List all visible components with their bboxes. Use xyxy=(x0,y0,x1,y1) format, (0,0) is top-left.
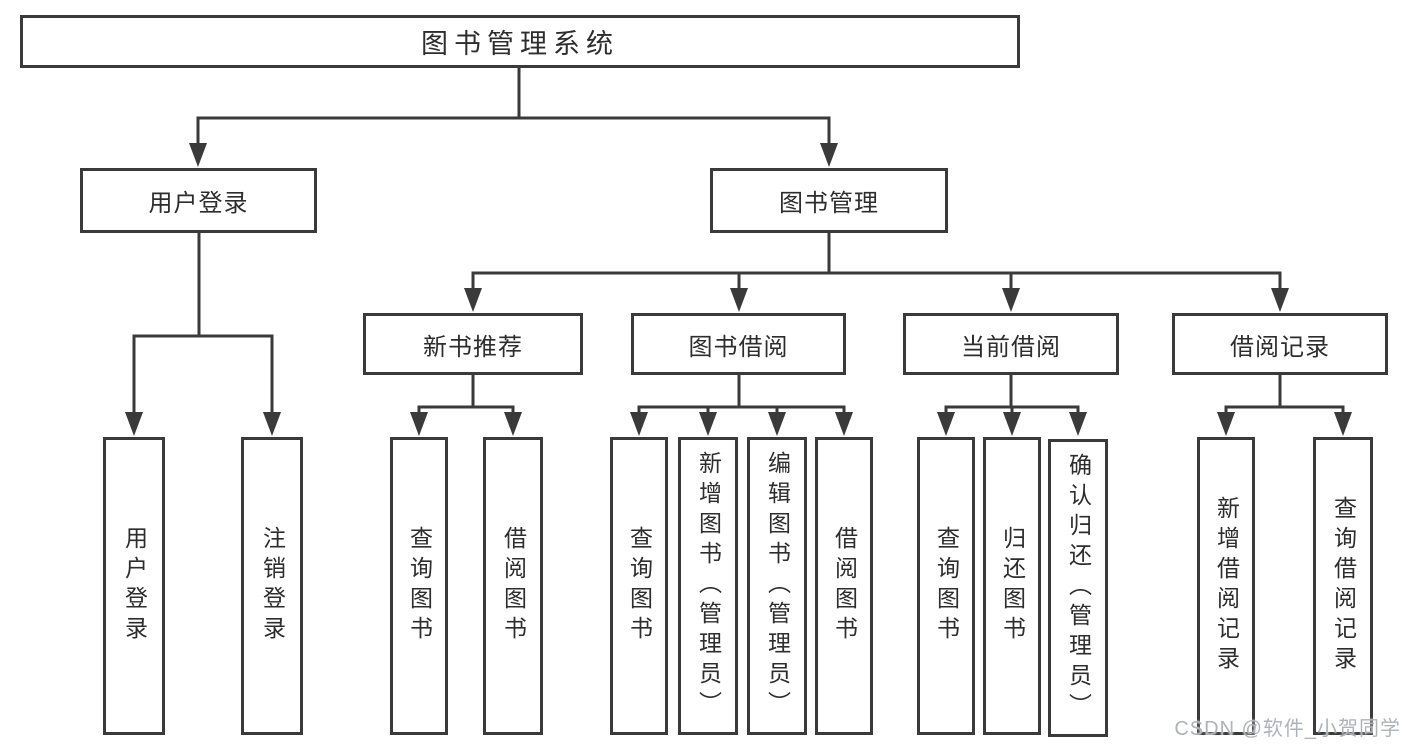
arrowhead-icons xyxy=(125,143,1352,436)
arrow-down-icon xyxy=(1002,288,1020,312)
arrow-down-icon xyxy=(189,143,207,167)
arrow-down-icon xyxy=(1217,412,1235,436)
leaf-borrow-books-label: 借阅图书 xyxy=(831,526,858,646)
leaf-add-borrow-record-label: 新增借阅记录 xyxy=(1213,496,1240,676)
arrow-down-icon xyxy=(1069,412,1087,436)
leaf-recommend-borrow-books-label: 借阅图书 xyxy=(500,526,527,646)
leaf-query-borrow-record: 查询借阅记录 xyxy=(1313,437,1373,735)
leaf-recommend-query-books-label: 查询图书 xyxy=(406,526,433,646)
arrow-down-icon xyxy=(835,412,853,436)
arrow-down-icon xyxy=(768,412,786,436)
leaf-return-books-label: 归还图书 xyxy=(999,526,1026,646)
connector-root-to-level2 xyxy=(196,116,831,150)
leaf-add-books-admin-label: 新增图书（管理员） xyxy=(695,451,722,721)
leaf-recommend-query-books: 查询图书 xyxy=(390,437,448,735)
arrow-down-icon xyxy=(1334,412,1352,436)
leaf-add-borrow-record: 新增借阅记录 xyxy=(1197,437,1255,735)
arrow-down-icon xyxy=(699,412,717,436)
leaf-user-login-label: 用户登录 xyxy=(121,526,148,646)
connector-bookmgmt-to-level3 xyxy=(471,271,1282,292)
leaf-recommend-borrow-books: 借阅图书 xyxy=(483,437,543,735)
connector-bookmgmt-stubs xyxy=(737,273,1013,292)
leaf-edit-books-admin: 编辑图书（管理员） xyxy=(747,437,807,735)
node-user-login-label: 用户登录 xyxy=(148,190,249,217)
node-borrow-records-label: 借阅记录 xyxy=(1230,333,1330,361)
leaf-borrow-query-books: 查询图书 xyxy=(610,437,668,735)
node-user-login: 用户登录 xyxy=(80,168,317,233)
connector-newbook-to-leaves xyxy=(417,405,515,416)
arrow-down-icon xyxy=(1003,412,1021,436)
arrow-down-icon xyxy=(730,288,748,312)
node-current-borrow-label: 当前借阅 xyxy=(961,333,1061,361)
node-book-borrow-label: 图书借阅 xyxy=(688,333,789,361)
leaf-borrow-books: 借阅图书 xyxy=(815,437,873,735)
leaf-add-books-admin: 新增图书（管理员） xyxy=(678,437,738,735)
leaf-confirm-return-admin: 确认归还（管理员） xyxy=(1048,439,1108,737)
arrow-down-icon xyxy=(504,412,522,436)
leaf-current-query-books: 查询图书 xyxy=(917,437,975,735)
arrow-down-icon xyxy=(1271,288,1289,312)
node-borrow-records: 借阅记录 xyxy=(1172,313,1388,375)
arrow-down-icon xyxy=(410,412,428,436)
arrow-down-icon xyxy=(937,412,955,436)
leaf-return-books: 归还图书 xyxy=(983,437,1041,735)
leaf-user-login: 用户登录 xyxy=(103,437,165,735)
node-book-borrow: 图书借阅 xyxy=(631,313,846,375)
node-book-management-label: 图书管理 xyxy=(779,190,879,217)
leaf-borrow-query-books-label: 查询图书 xyxy=(626,526,653,646)
leaf-query-borrow-record-label: 查询借阅记录 xyxy=(1330,496,1357,676)
node-new-book-recommend-label: 新书推荐 xyxy=(423,333,523,361)
connector-borrowrecords-to-leaves xyxy=(1224,405,1345,416)
leaf-edit-books-admin-label: 编辑图书（管理员） xyxy=(764,451,791,721)
arrow-down-icon xyxy=(630,412,648,436)
leaf-logout: 注销登录 xyxy=(241,437,303,735)
node-book-management: 图书管理 xyxy=(710,168,948,233)
node-library-system: 图书管理系统 xyxy=(20,15,1020,68)
leaf-logout-label: 注销登录 xyxy=(259,526,286,646)
node-current-borrow: 当前借阅 xyxy=(903,313,1119,375)
node-library-system-label: 图书管理系统 xyxy=(421,29,619,59)
arrow-down-icon xyxy=(125,412,143,436)
node-new-book-recommend: 新书推荐 xyxy=(363,313,583,375)
arrow-down-icon xyxy=(263,412,281,436)
leaf-current-query-books-label: 查询图书 xyxy=(933,526,960,646)
arrow-down-icon xyxy=(464,288,482,312)
connector-bookborrow-to-leaves xyxy=(637,405,846,416)
connector-userlogin-to-leaves xyxy=(132,334,274,416)
arrow-down-icon xyxy=(820,143,838,167)
csdn-watermark: CSDN @软件_小贺同学 xyxy=(1174,718,1401,740)
leaf-confirm-return-admin-label: 确认归还（管理员） xyxy=(1065,453,1092,723)
